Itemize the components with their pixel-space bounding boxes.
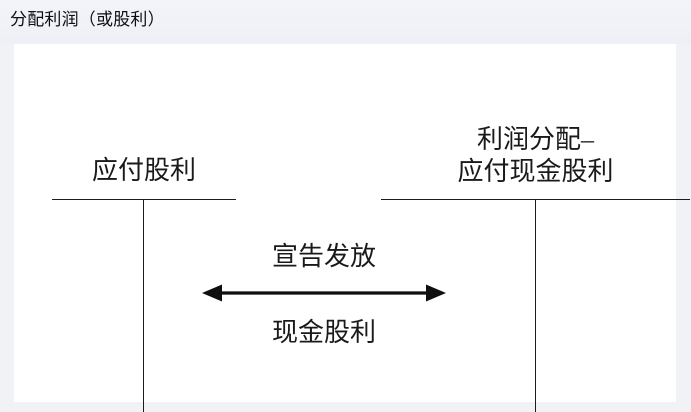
account-title-line-2: 应付现金股利	[457, 157, 614, 186]
account-title-line-1: 利润分配–	[476, 125, 594, 154]
flow-label-above-arrow: 宣告发放	[271, 242, 376, 271]
account-title-payable-dividends: 应付股利	[91, 156, 196, 185]
diagram-canvas: 应付股利 利润分配– 应付现金股利 宣告发放 现金股利 头条 @中华会计网校	[14, 44, 690, 412]
double-headed-arrow-icon	[202, 284, 446, 302]
account-top-rule-left	[52, 199, 236, 200]
account-top-rule-right	[381, 199, 690, 200]
account-center-rule-right	[535, 200, 536, 412]
page-title: 分配利润（或股利）	[10, 10, 165, 29]
flow-label-below-arrow: 现金股利	[271, 318, 376, 347]
account-center-rule-left	[143, 200, 144, 412]
title-bar: 分配利润（或股利）	[0, 0, 691, 44]
account-title-profit-distribution: 利润分配– 应付现金股利	[381, 124, 690, 188]
